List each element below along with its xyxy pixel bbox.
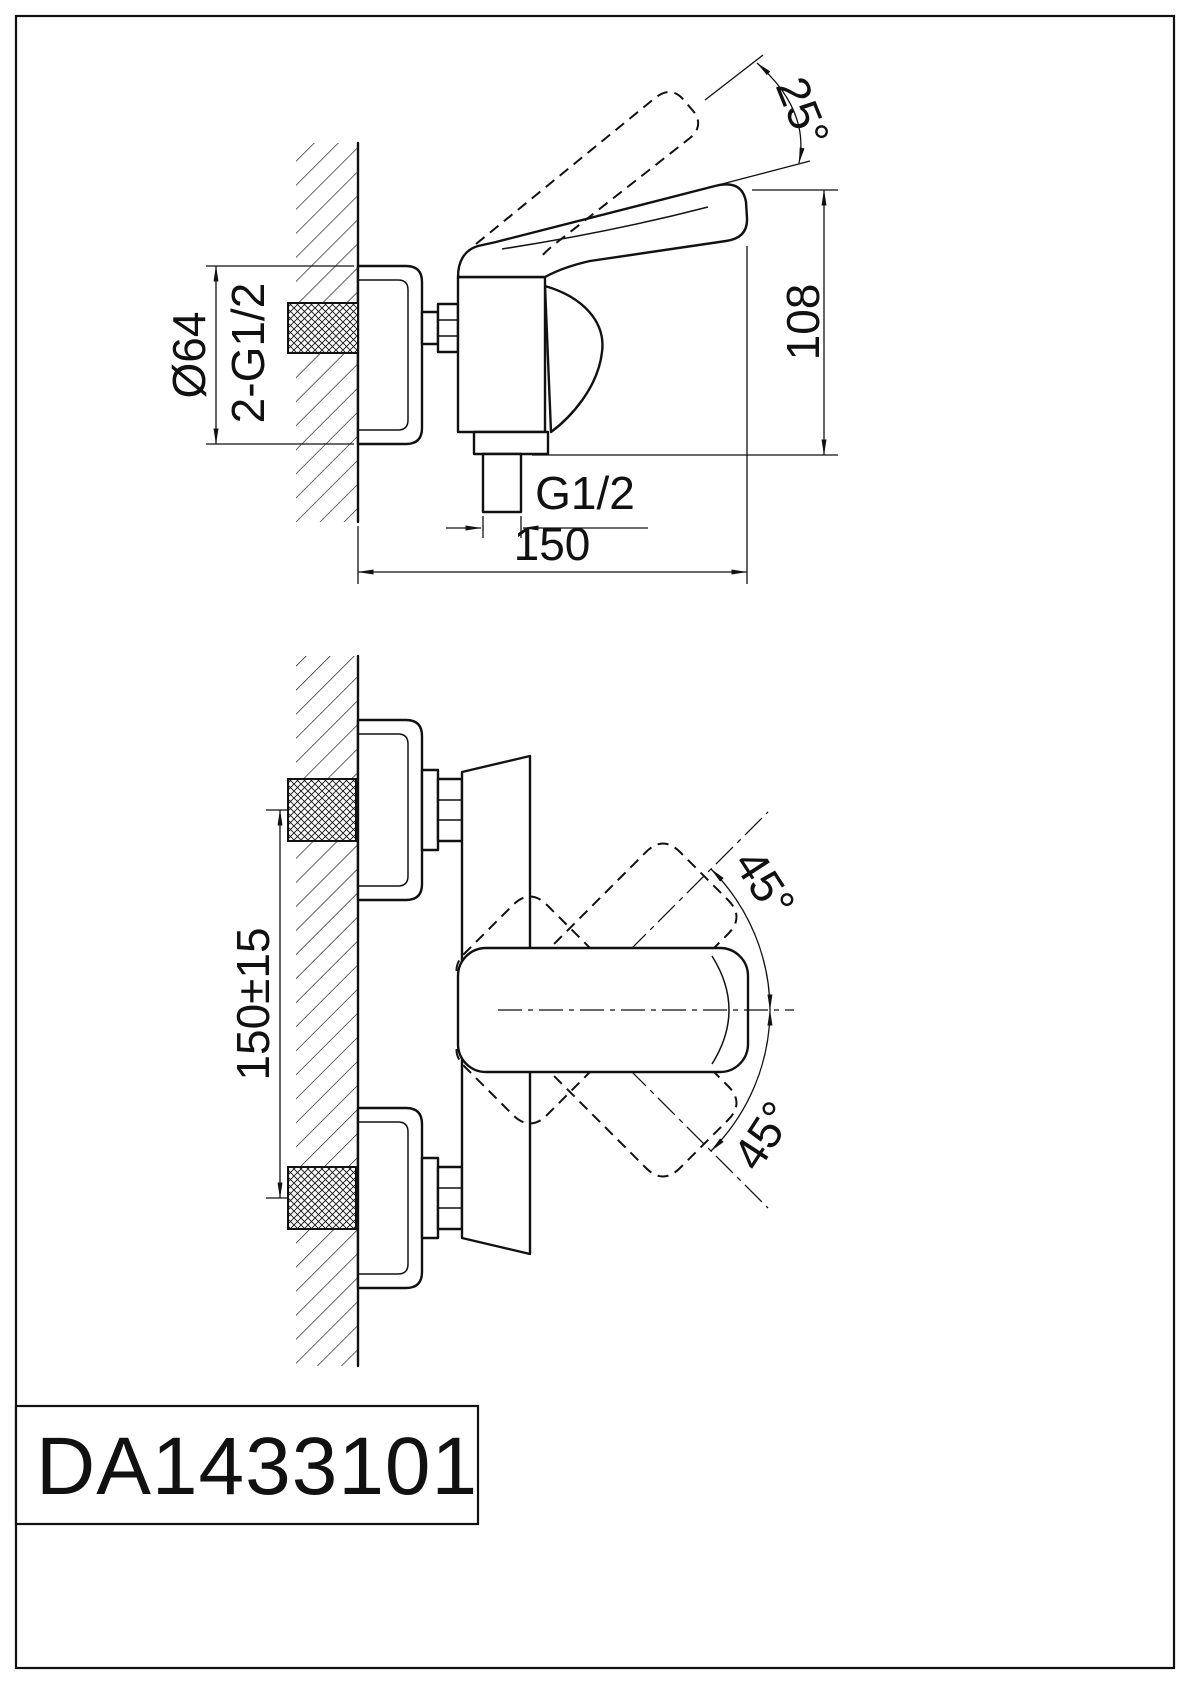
escutcheon bbox=[356, 1106, 424, 1290]
connector-collar bbox=[420, 768, 440, 852]
wall-thread-fitting bbox=[287, 778, 357, 842]
drawing-frame-border bbox=[14, 14, 1176, 1670]
side-escutcheon bbox=[356, 264, 424, 446]
front-inlet-bottom bbox=[287, 1106, 464, 1290]
dim-depth-label: 150 bbox=[514, 518, 591, 570]
dim-handle-angle-label: 25° bbox=[766, 70, 840, 154]
model-number: DA1433101 bbox=[36, 1421, 478, 1512]
dim-swing-lower-label: 45° bbox=[722, 1092, 803, 1179]
side-handle-lever bbox=[456, 183, 749, 279]
side-connector-nut bbox=[420, 302, 460, 354]
body-block bbox=[456, 275, 547, 434]
dim-inlet-spacing-label: 150±15 bbox=[227, 927, 279, 1080]
front-view: 45° 45° 150±15 bbox=[227, 654, 806, 1368]
side-faucet-body bbox=[456, 275, 604, 434]
dim-inlet-spacing: 150±15 bbox=[227, 809, 283, 1199]
side-outlet-spout bbox=[472, 430, 550, 514]
side-wall-thread-fitting bbox=[287, 302, 359, 354]
connector-collar bbox=[420, 1156, 440, 1240]
title-block-border bbox=[14, 1404, 480, 1526]
side-handle-raised-dashed bbox=[475, 91, 700, 259]
dim-height-108: 108 bbox=[532, 189, 838, 456]
escutcheon bbox=[356, 718, 424, 902]
connector-nut bbox=[436, 1165, 464, 1231]
label-wall-threads: 2-G1/2 bbox=[222, 283, 274, 424]
dim-handle-angle: 25° bbox=[704, 54, 840, 185]
dim-flange-diameter-label: Ø64 bbox=[163, 312, 215, 399]
front-wall-section bbox=[296, 654, 360, 1368]
dim-depth-150: 150 bbox=[357, 246, 748, 584]
wall-hatching bbox=[296, 656, 358, 1366]
dim-outlet-thread-label: G1/2 bbox=[535, 467, 635, 519]
wall-thread-fitting bbox=[287, 1166, 357, 1230]
front-inlet-top bbox=[287, 718, 464, 902]
title-block: DA1433101 bbox=[14, 1404, 480, 1526]
dim-outlet-thread: G1/2 bbox=[446, 467, 648, 538]
side-view: Ø64 2-G1/2 25° 108 G1/2 bbox=[163, 54, 840, 584]
dim-flange-diameter: Ø64 bbox=[163, 265, 354, 445]
dim-height-label: 108 bbox=[777, 284, 829, 361]
connector-nut bbox=[436, 777, 464, 843]
spout-bulge bbox=[543, 284, 604, 434]
handle-accent-line bbox=[501, 206, 709, 250]
